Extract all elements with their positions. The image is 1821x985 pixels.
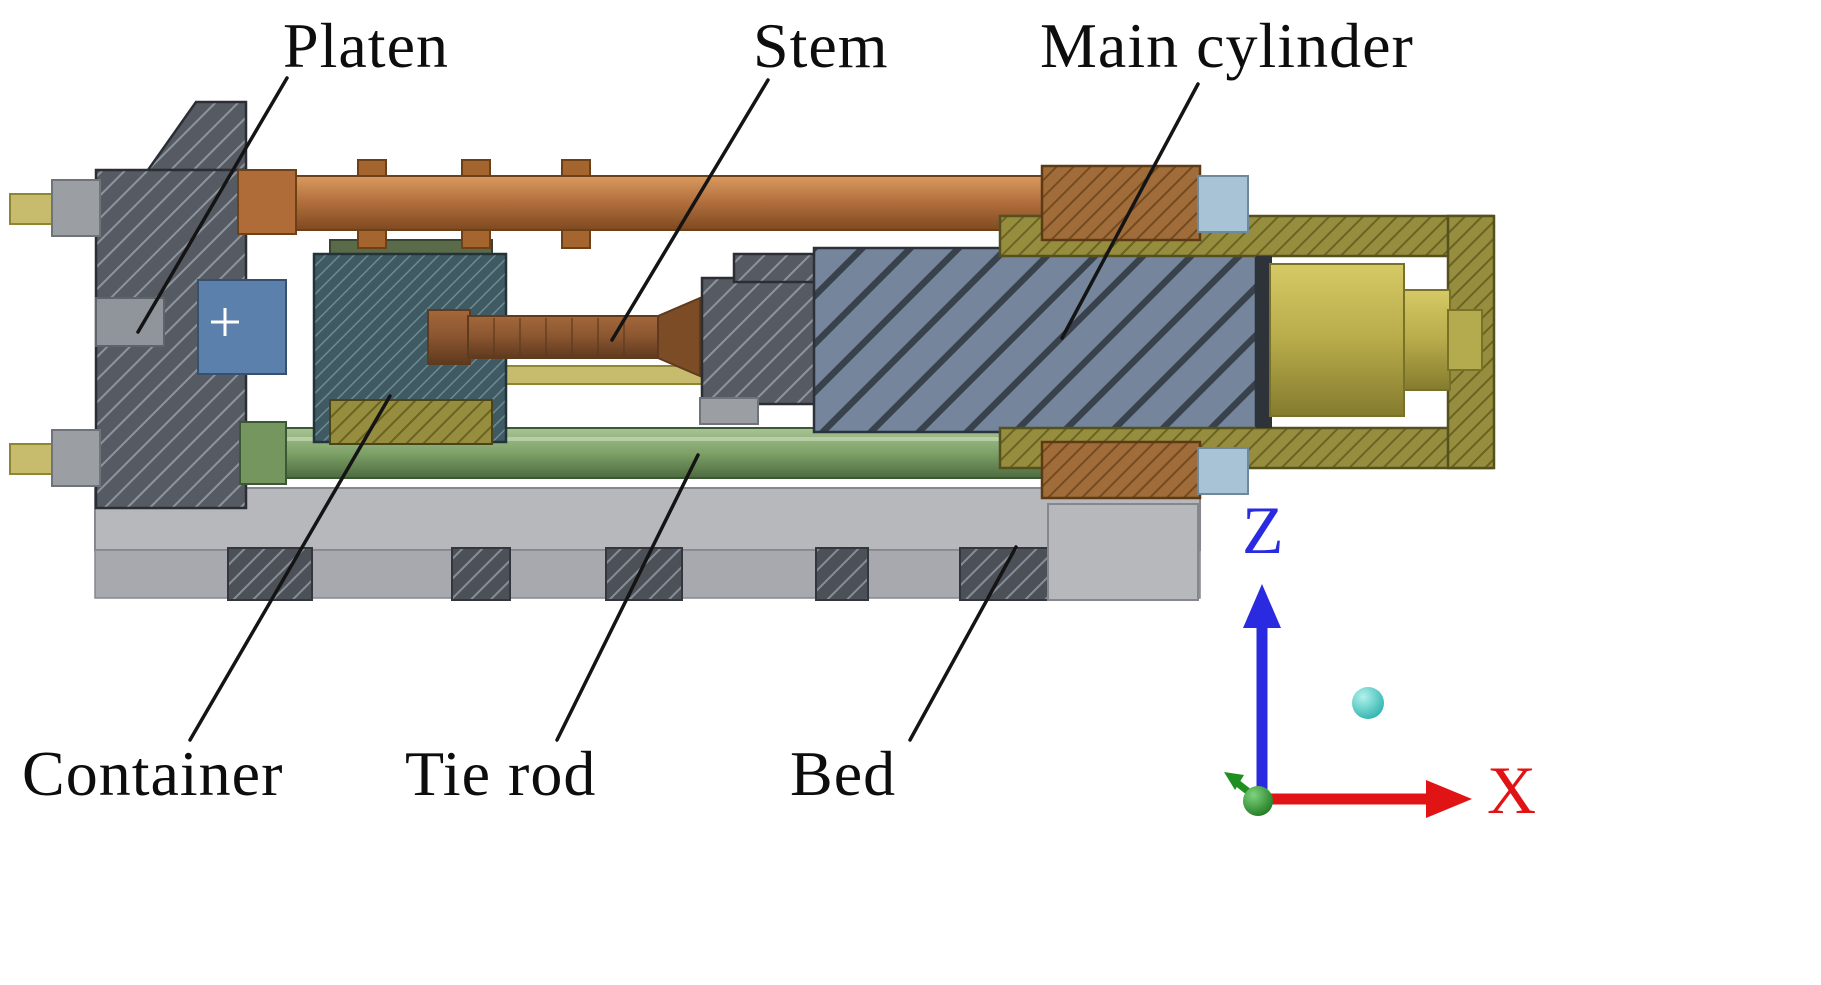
- piston-stub: [1447, 309, 1483, 371]
- top-cap: [1197, 175, 1249, 233]
- ram-body: [812, 246, 1258, 434]
- bed-right-block: [1047, 503, 1199, 601]
- axis-label-z: Z: [1242, 492, 1284, 568]
- platen-stub-cap-top: [51, 179, 101, 237]
- housing-gap: [1256, 256, 1272, 428]
- bed-foot: [451, 547, 511, 601]
- housing-nuts: [1040, 164, 1249, 500]
- piston-step: [1403, 289, 1451, 391]
- z-axis-arrowhead: [1243, 584, 1281, 628]
- top-rod-assembly: [237, 159, 1046, 249]
- leader-container: [188, 394, 392, 742]
- stem-shaft: [467, 315, 661, 359]
- label-platen: Platen: [283, 10, 449, 81]
- ram-front-step: [732, 252, 818, 284]
- main-cylinder-ram: [812, 246, 1258, 434]
- platen-top-lug: [145, 100, 248, 172]
- bed-foot: [815, 547, 869, 601]
- label-bed: Bed: [790, 738, 897, 809]
- top-rod: [239, 175, 1046, 231]
- tie-rod-end-cap: [239, 421, 287, 485]
- label-stem: Stem: [753, 10, 889, 81]
- piston-body: [1269, 263, 1405, 417]
- die-block: [197, 279, 287, 375]
- ram-front-block: [700, 276, 818, 406]
- y-axis-arrowhead: [1224, 772, 1244, 790]
- leader-lines: [136, 76, 1200, 742]
- guide-rod: [501, 365, 711, 385]
- leader-bed: [908, 545, 1018, 742]
- platen-stub-cap-bottom: [51, 429, 101, 487]
- leader-platen: [136, 76, 289, 334]
- bottom-nut: [1040, 440, 1202, 500]
- container-liner: [329, 399, 493, 445]
- axis-label-x: X: [1487, 752, 1537, 828]
- label-tie-rod: Tie rod: [405, 738, 597, 809]
- label-container: Container: [22, 738, 284, 809]
- bed-slab: [94, 487, 1201, 551]
- leader-main-cylinder: [1060, 82, 1200, 340]
- leader-tie-rod: [555, 453, 700, 742]
- bed-base: [94, 487, 1201, 601]
- x-axis-arrowhead: [1426, 780, 1472, 818]
- stem-head: [427, 309, 471, 365]
- platen-block: [9, 100, 287, 510]
- bed-foot: [605, 547, 683, 601]
- y-axis-sphere: [1352, 687, 1384, 719]
- origin-sphere: [1243, 786, 1273, 816]
- label-main-cylinder: Main cylinder: [1040, 10, 1414, 81]
- stem-flare: [657, 296, 701, 378]
- leader-stem: [610, 78, 770, 342]
- bottom-cap: [1197, 447, 1249, 495]
- bed-foot: [227, 547, 313, 601]
- stem-rod: [427, 252, 818, 425]
- front-bracket: [699, 397, 759, 425]
- axis-triad: [1224, 584, 1472, 818]
- top-rod-coupler: [237, 169, 297, 235]
- bed-foot: [959, 547, 1049, 601]
